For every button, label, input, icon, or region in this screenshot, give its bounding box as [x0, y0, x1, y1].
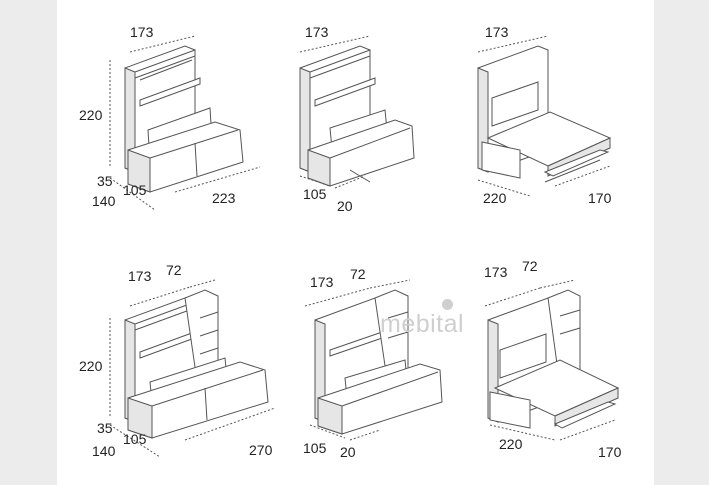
- dim-width: 173: [310, 274, 334, 290]
- dim-width: 173: [484, 264, 508, 280]
- dim-extra: 20: [340, 444, 356, 460]
- dim-height: 220: [79, 107, 103, 123]
- dim-height: 220: [79, 358, 103, 374]
- dim-depth-small: 35: [97, 420, 113, 436]
- dim-extra: 20: [337, 198, 353, 214]
- dim-bed-length: 220: [483, 190, 507, 206]
- dim-width: 173: [305, 24, 329, 40]
- drawing-armchair-compact: [299, 35, 415, 189]
- watermark-dot-icon: [442, 299, 453, 310]
- dim-front: 105: [303, 186, 327, 202]
- drawing-bed-open-shelf: [484, 279, 620, 441]
- dim-shelf: 72: [350, 266, 366, 282]
- drawing-bed-open: [477, 35, 612, 197]
- dim-depth-mid: 105: [123, 431, 147, 447]
- dim-front: 105: [303, 440, 327, 456]
- dim-bed-width: 170: [588, 190, 612, 206]
- dim-bed-width: 170: [598, 444, 622, 460]
- watermark: mebital: [380, 310, 465, 338]
- dim-width: 173: [128, 268, 152, 284]
- drawing-armchair-shelf: [304, 279, 443, 441]
- drawing-sofa-223: [109, 35, 261, 211]
- dim-depth-total: 140: [92, 443, 116, 459]
- dim-width: 173: [130, 24, 154, 40]
- dim-length: 270: [249, 442, 273, 458]
- drawing-sofa-270-shelf: [109, 279, 276, 458]
- dim-depth-small: 35: [97, 173, 113, 189]
- dim-depth-total: 140: [92, 193, 116, 209]
- dim-shelf: 72: [166, 262, 182, 278]
- dim-shelf: 72: [522, 258, 538, 274]
- dim-width: 173: [485, 24, 509, 40]
- dim-bed-length: 220: [499, 436, 523, 452]
- dim-length: 223: [212, 190, 236, 206]
- dim-depth-mid: 105: [123, 182, 147, 198]
